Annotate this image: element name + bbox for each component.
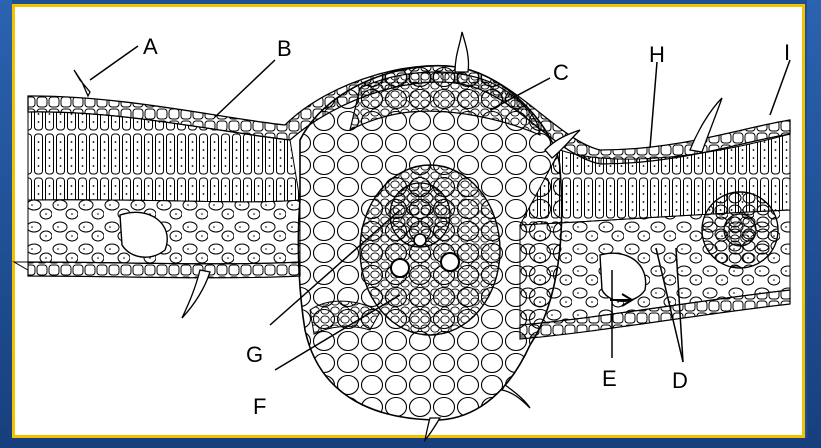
trichome-bottom-mid (425, 418, 440, 440)
label-d: D (672, 368, 688, 393)
trichome-a (74, 70, 90, 96)
leader-b (215, 60, 275, 117)
trichome-top (455, 32, 469, 72)
leader-a (90, 46, 138, 80)
leader-h (650, 62, 657, 148)
label-f: F (253, 394, 266, 419)
xylem-vessel-3 (414, 234, 426, 246)
minor-vein-core (724, 214, 756, 246)
label-e: E (602, 366, 617, 391)
xylem-vessel-1 (391, 259, 409, 277)
label-g: G (246, 342, 263, 367)
xylem-vessel-2 (441, 253, 459, 271)
label-a: A (143, 34, 158, 59)
trichome-bottom-right (502, 385, 530, 408)
trichome-left-edge (14, 262, 28, 270)
lower-epidermis-left (28, 262, 300, 278)
leader-i (770, 60, 790, 115)
label-c: C (553, 60, 569, 85)
label-h: H (649, 42, 665, 67)
label-i: I (784, 40, 790, 65)
label-b: B (277, 36, 292, 61)
